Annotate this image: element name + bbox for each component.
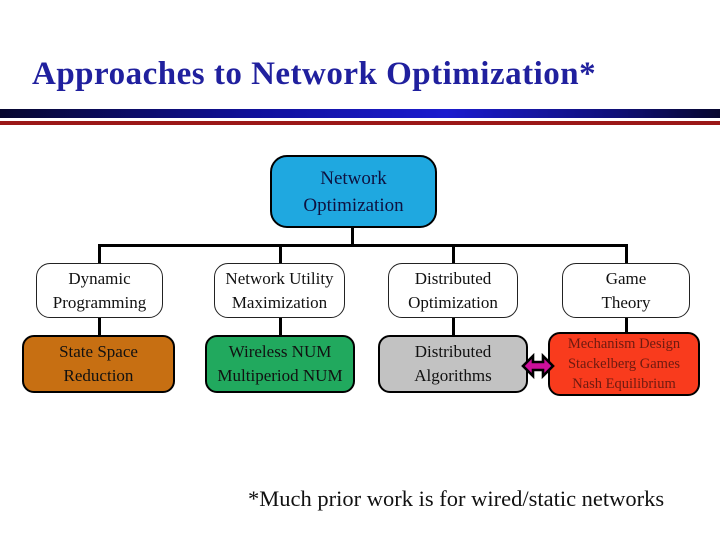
- node-label-line: Maximization: [231, 292, 328, 312]
- node-label-line: Network Utility: [225, 268, 334, 288]
- node-label-line: Programming: [52, 292, 147, 312]
- node-label-line: Algorithms: [414, 366, 492, 385]
- connector-drop-col1: [98, 244, 101, 264]
- node-label-line: Optimization: [408, 292, 498, 312]
- node-label-line: Stackelberg Games: [567, 356, 681, 372]
- node-dynamic-programming: Dynamic Programming: [36, 263, 163, 318]
- node-label-line: Network: [320, 167, 387, 189]
- node-label-line: State Space: [59, 342, 138, 361]
- node-label-line: Nash Equilibrium: [572, 376, 676, 392]
- connector-drop2-col3: [452, 317, 455, 336]
- connector-drop-col4: [625, 244, 628, 264]
- connector-drop-col2: [279, 244, 282, 264]
- divider-navy-bar: [0, 109, 720, 118]
- node-label-line: Distributed: [414, 268, 492, 288]
- node-label-line: Game: [605, 268, 647, 288]
- connector-drop2-col1: [98, 317, 101, 336]
- node-game-theory: Game Theory: [562, 263, 690, 318]
- slide-title: Approaches to Network Optimization*: [32, 56, 597, 92]
- node-label-line: Wireless NUM: [228, 342, 332, 361]
- node-wireless-multiperiod-num: Wireless NUM Multiperiod NUM: [205, 335, 355, 393]
- node-label-line: Mechanism Design: [567, 336, 681, 352]
- connector-drop-col3: [452, 244, 455, 264]
- node-distributed-optimization: Distributed Optimization: [388, 263, 518, 318]
- connector-bus: [99, 244, 628, 247]
- node-game-theory-methods: Mechanism Design Stackelberg Games Nash …: [548, 332, 700, 396]
- node-network-utility-maximization: Network Utility Maximization: [214, 263, 345, 318]
- divider-red-line: [0, 121, 720, 125]
- node-label-line: Optimization: [303, 194, 404, 216]
- double-arrow-icon: [521, 352, 555, 380]
- connector-drop2-col4: [625, 317, 628, 333]
- node-state-space-reduction: State Space Reduction: [22, 335, 175, 393]
- node-label-line: Multiperiod NUM: [217, 366, 343, 385]
- connector-drop2-col2: [279, 317, 282, 336]
- footnote-text: *Much prior work is for wired/static net…: [248, 486, 665, 511]
- node-network-optimization: Network Optimization: [270, 155, 437, 228]
- node-label-line: Dynamic: [68, 268, 131, 288]
- node-label-line: Reduction: [63, 366, 134, 385]
- node-label-line: Theory: [601, 292, 651, 312]
- node-label-line: Distributed: [414, 342, 492, 361]
- node-distributed-algorithms: Distributed Algorithms: [378, 335, 528, 393]
- connector-root-stem: [351, 228, 354, 246]
